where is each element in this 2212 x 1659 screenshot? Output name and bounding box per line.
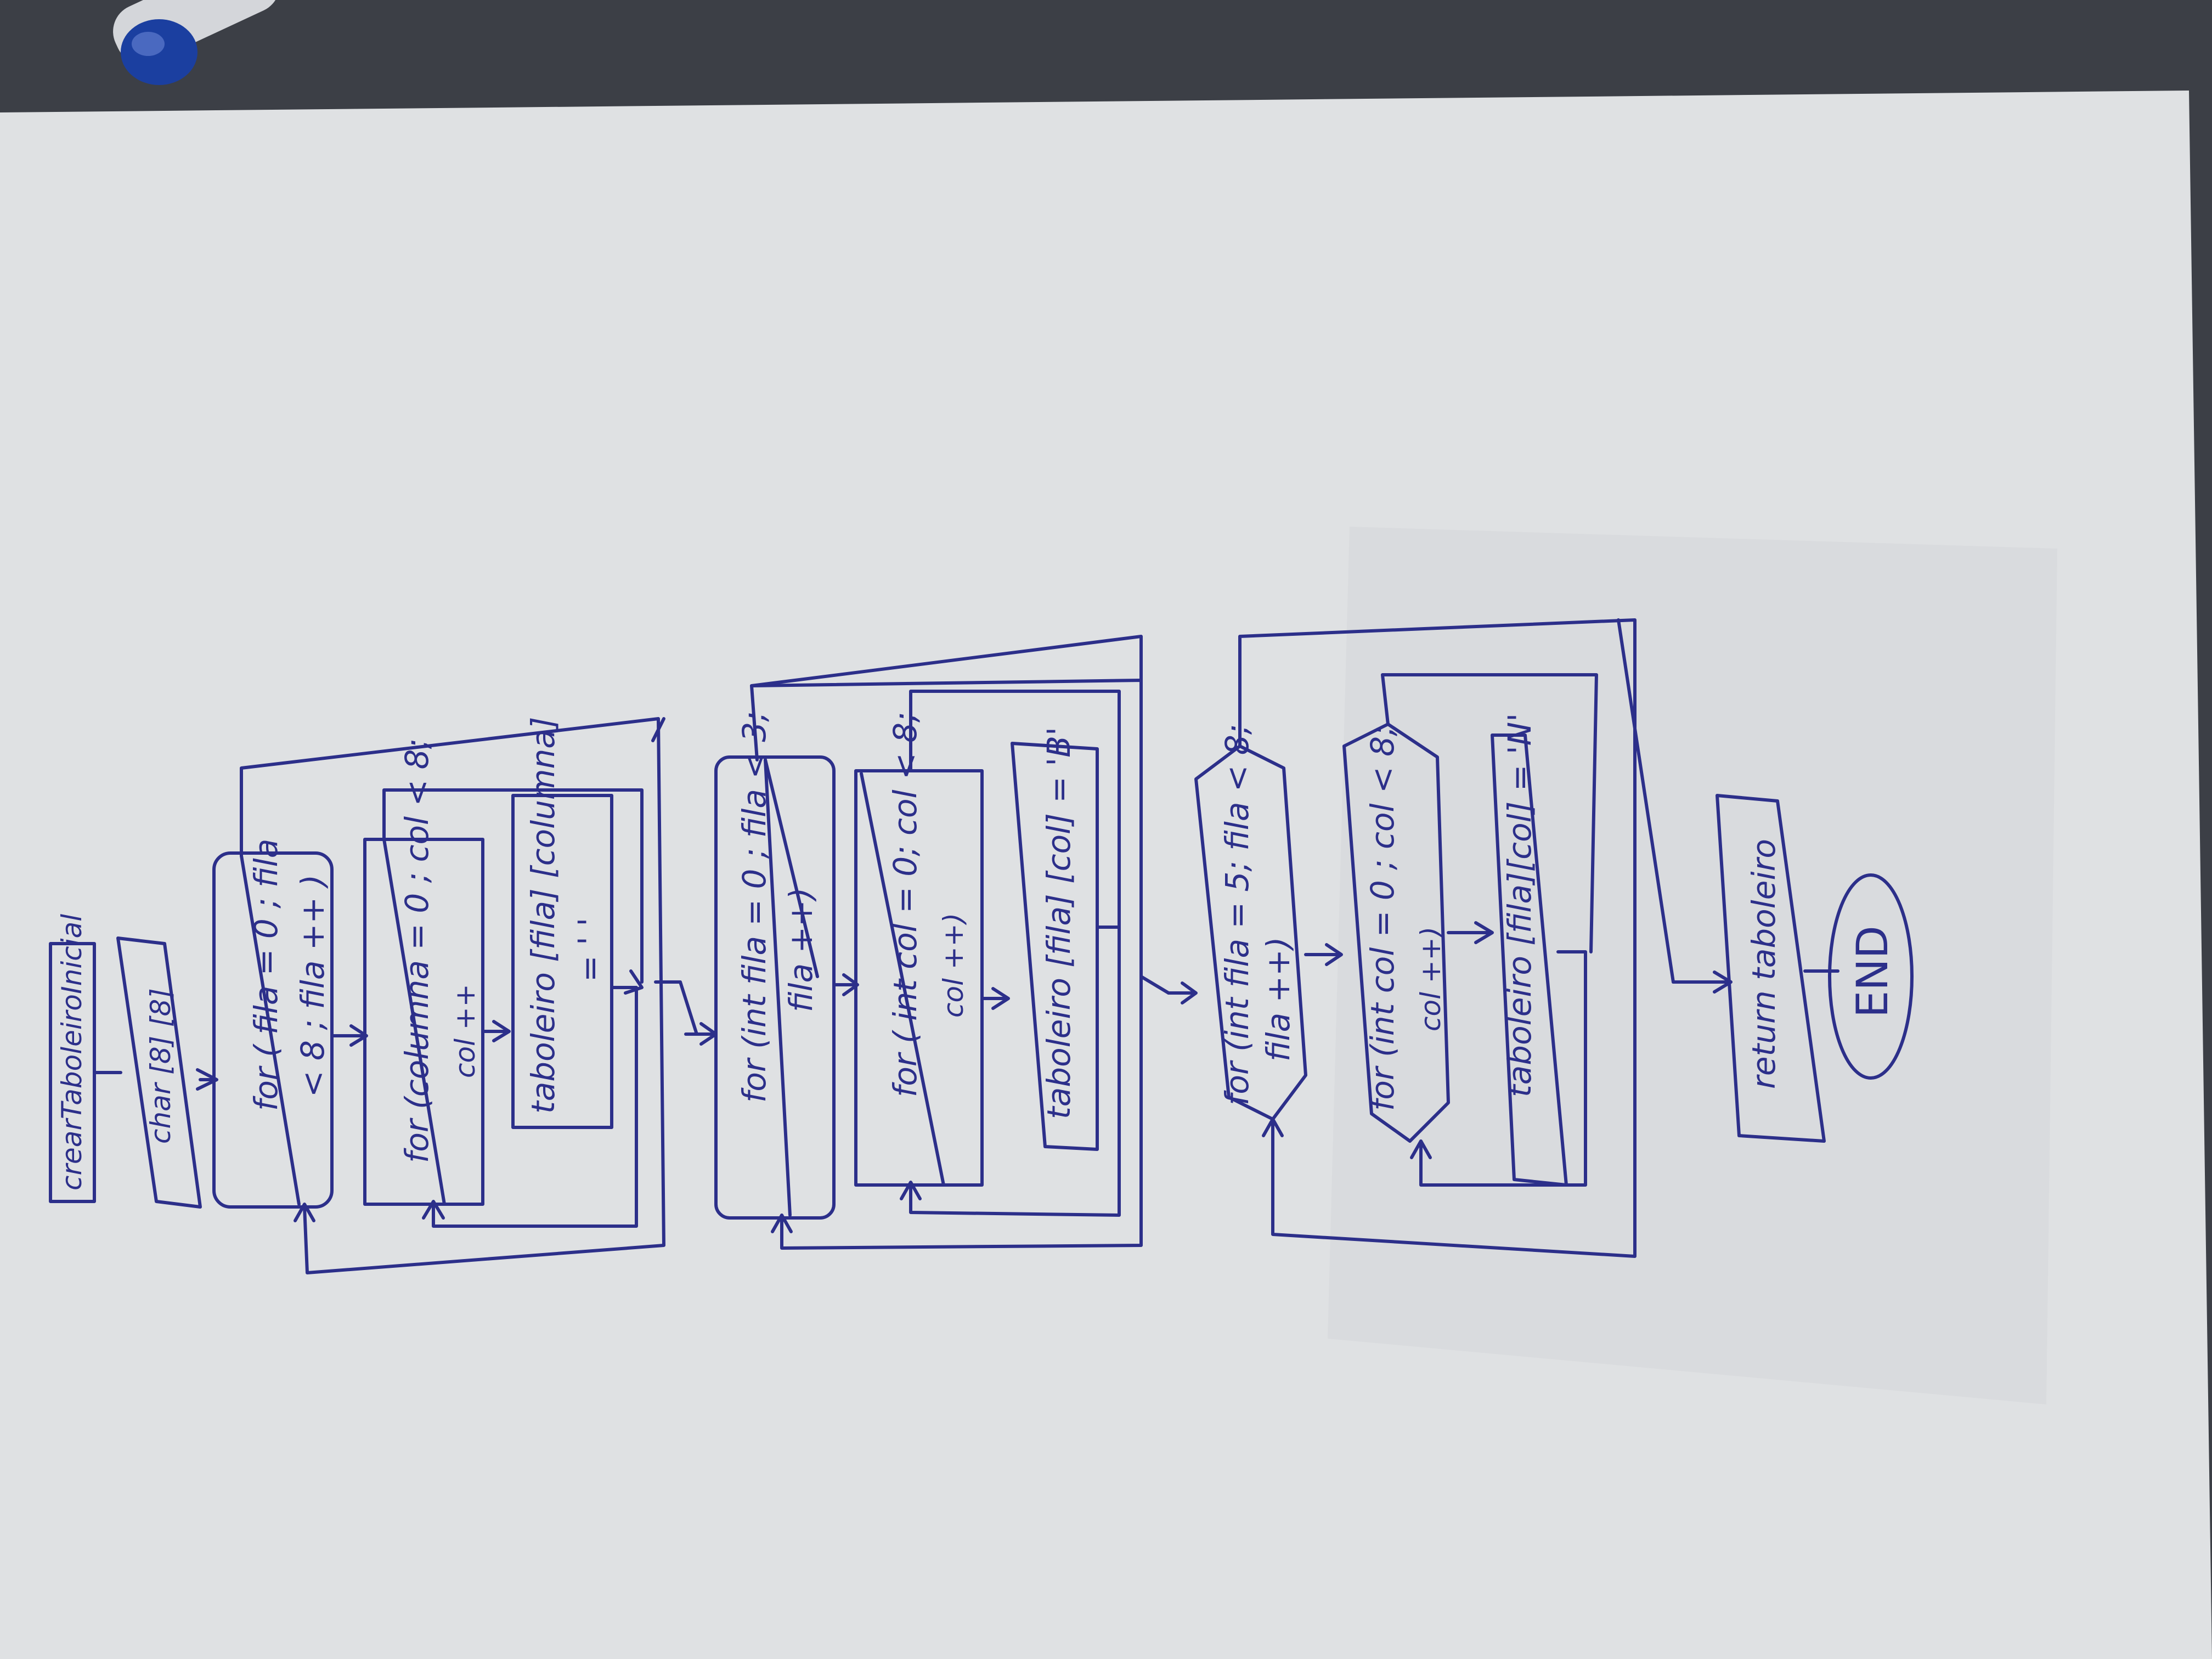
loop1-outer-decision: [212, 851, 334, 1209]
return-label: return taboleiro: [1745, 839, 1782, 1089]
loop-2: for (int fila = 0 ; fila < 3; fila ++) f…: [714, 635, 1143, 1250]
loop1-outer-line2: < 8 ; fila ++ ): [294, 874, 331, 1097]
loop3-outer-line2: fila ++): [1260, 937, 1297, 1062]
loop1-inner-line1: for (columna = 0 ; col < 8;: [398, 738, 436, 1163]
loop2-outer-decision: [714, 755, 836, 1220]
pen-icon: [113, 0, 280, 85]
declare-io: [116, 936, 202, 1209]
end-label: END: [1848, 926, 1898, 1018]
loop1-body-process: [511, 794, 613, 1129]
loop3-outer-line1: for (int fila = 5; fila < 8;: [1218, 724, 1256, 1105]
start-label: crearTaboleiroInicial: [56, 914, 88, 1190]
return-io: [1716, 794, 1826, 1143]
loop2-inner-line2: col ++): [938, 913, 969, 1018]
end-terminal: [1828, 873, 1914, 1080]
loop1-outer-line1: for ( fila = 0 ; fila: [247, 839, 285, 1111]
loop1-body-line2: = ' ': [571, 918, 608, 982]
loop2-outer-line1: for (int fila = 0 ; fila < 3;: [736, 711, 773, 1103]
loop3-inner-line1: for (int col = 0 ; col < 8;: [1364, 725, 1401, 1111]
loop2-inner-decision: [854, 769, 984, 1187]
loop2-inner-line1: for ( int col = 0; col < 8;: [887, 712, 924, 1097]
loop1-body-line1: taboleiro [fila] [columna]: [524, 717, 562, 1114]
loop2-body-label: taboleiro [fila] [col] = 'B': [1040, 727, 1077, 1119]
loop2-body-io: [1011, 742, 1099, 1151]
loop-1: for ( fila = 0 ; fila < 8 ; fila ++ ) fo…: [212, 717, 665, 1274]
loop3-body-label: taboleiro [fila][col] = 'N': [1501, 713, 1538, 1097]
loop3-inner-line2: col ++): [1415, 927, 1447, 1031]
loop1-inner-line2: col ++: [449, 984, 481, 1078]
loop2-outer-line2: fila ++): [782, 888, 820, 1012]
loop1-inner-decision: [363, 838, 484, 1206]
loop-3: for (int fila = 5; fila < 8; fila ++) fo…: [1194, 618, 1637, 1258]
declare-label: char [8] [8]: [145, 988, 177, 1144]
flowchart: crearTaboleiroInicial char [8] [8] for (…: [49, 618, 1914, 1274]
